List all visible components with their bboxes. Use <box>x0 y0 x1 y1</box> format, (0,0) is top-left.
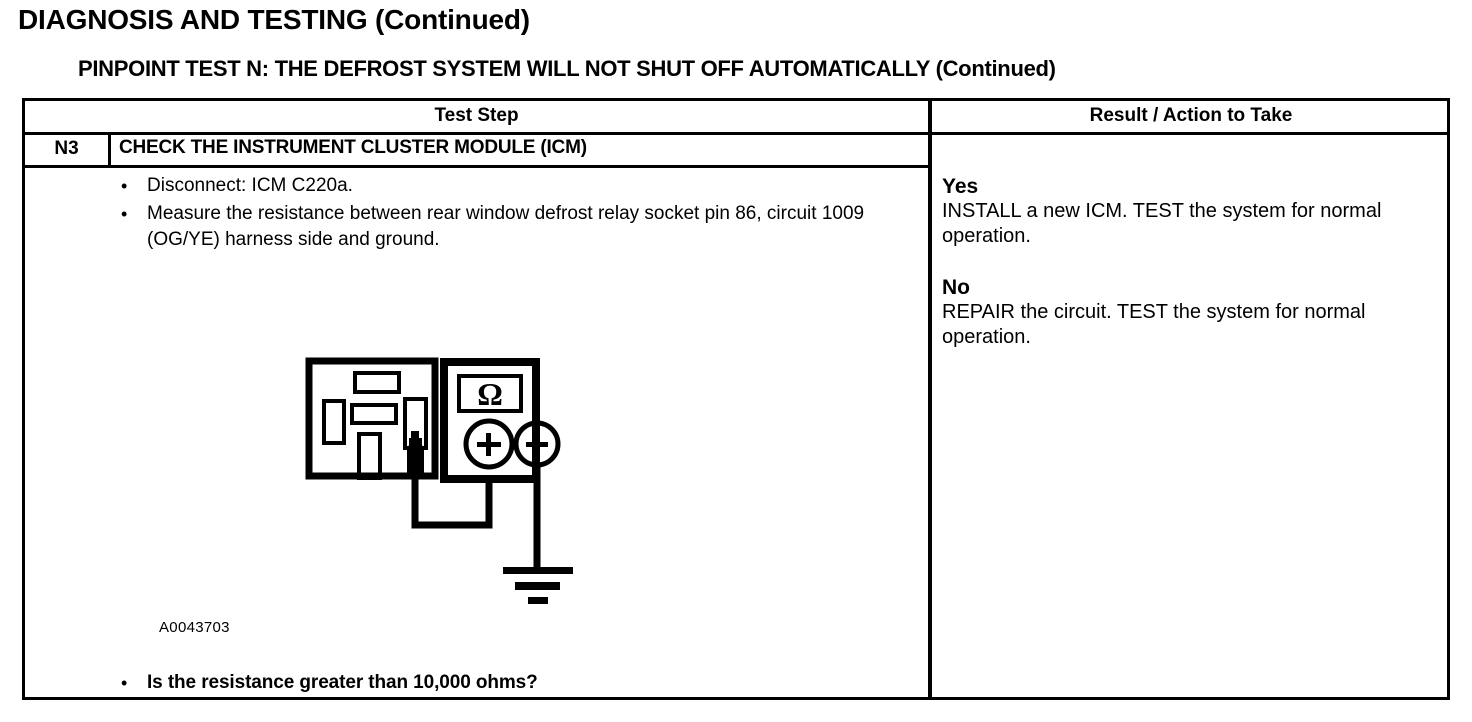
result-text-yes: INSTALL a new ICM. TEST the system for n… <box>942 200 1382 247</box>
column-divider <box>928 101 932 697</box>
test-probe <box>407 431 424 477</box>
result-action-content: Yes INSTALL a new ICM. TEST the system f… <box>942 174 1442 376</box>
bullet-icon: • <box>121 176 128 196</box>
header-rule-left <box>25 132 928 135</box>
section-title: PINPOINT TEST N: THE DEFROST SYSTEM WILL… <box>78 56 1056 81</box>
list-item: • Measure the resistance between rear wi… <box>111 201 911 253</box>
pinpoint-test-table: Test Step Result / Action to Take N3 CHE… <box>22 98 1450 700</box>
step-title-rule <box>25 165 928 168</box>
bullet-text: Measure the resistance between rear wind… <box>147 203 865 250</box>
relay-socket-module <box>305 357 439 480</box>
figure-id: A0043703 <box>159 619 230 636</box>
result-label-yes: Yes <box>942 175 979 198</box>
bullet-icon: • <box>121 673 128 693</box>
step-code: N3 <box>54 138 79 159</box>
bullet-icon: • <box>121 204 128 224</box>
result-label-no: No <box>942 276 970 299</box>
header-rule-right <box>932 132 1450 135</box>
question-text: Is the resistance greater than 10,000 oh… <box>147 672 538 693</box>
column-header-test-step: Test Step <box>434 105 519 126</box>
list-item: • Disconnect: ICM C220a. <box>111 173 911 199</box>
column-header-result-action: Result / Action to Take <box>1089 105 1293 126</box>
ground-symbol <box>503 567 573 604</box>
bullet-text: Disconnect: ICM C220a. <box>147 175 353 196</box>
multimeter: Ω <box>440 358 561 483</box>
result-text-no: REPAIR the circuit. TEST the system for … <box>942 301 1366 348</box>
ohm-symbol: Ω <box>477 376 503 412</box>
test-step-bullets: • Disconnect: ICM C220a. • Measure the r… <box>111 173 911 255</box>
step-title: CHECK THE INSTRUMENT CLUSTER MODULE (ICM… <box>119 137 587 158</box>
page-title: DIAGNOSIS AND TESTING (Continued) <box>18 4 530 35</box>
test-question: • Is the resistance greater than 10,000 … <box>111 671 538 695</box>
step-code-divider <box>108 135 111 165</box>
positive-lead-wire <box>411 477 493 529</box>
